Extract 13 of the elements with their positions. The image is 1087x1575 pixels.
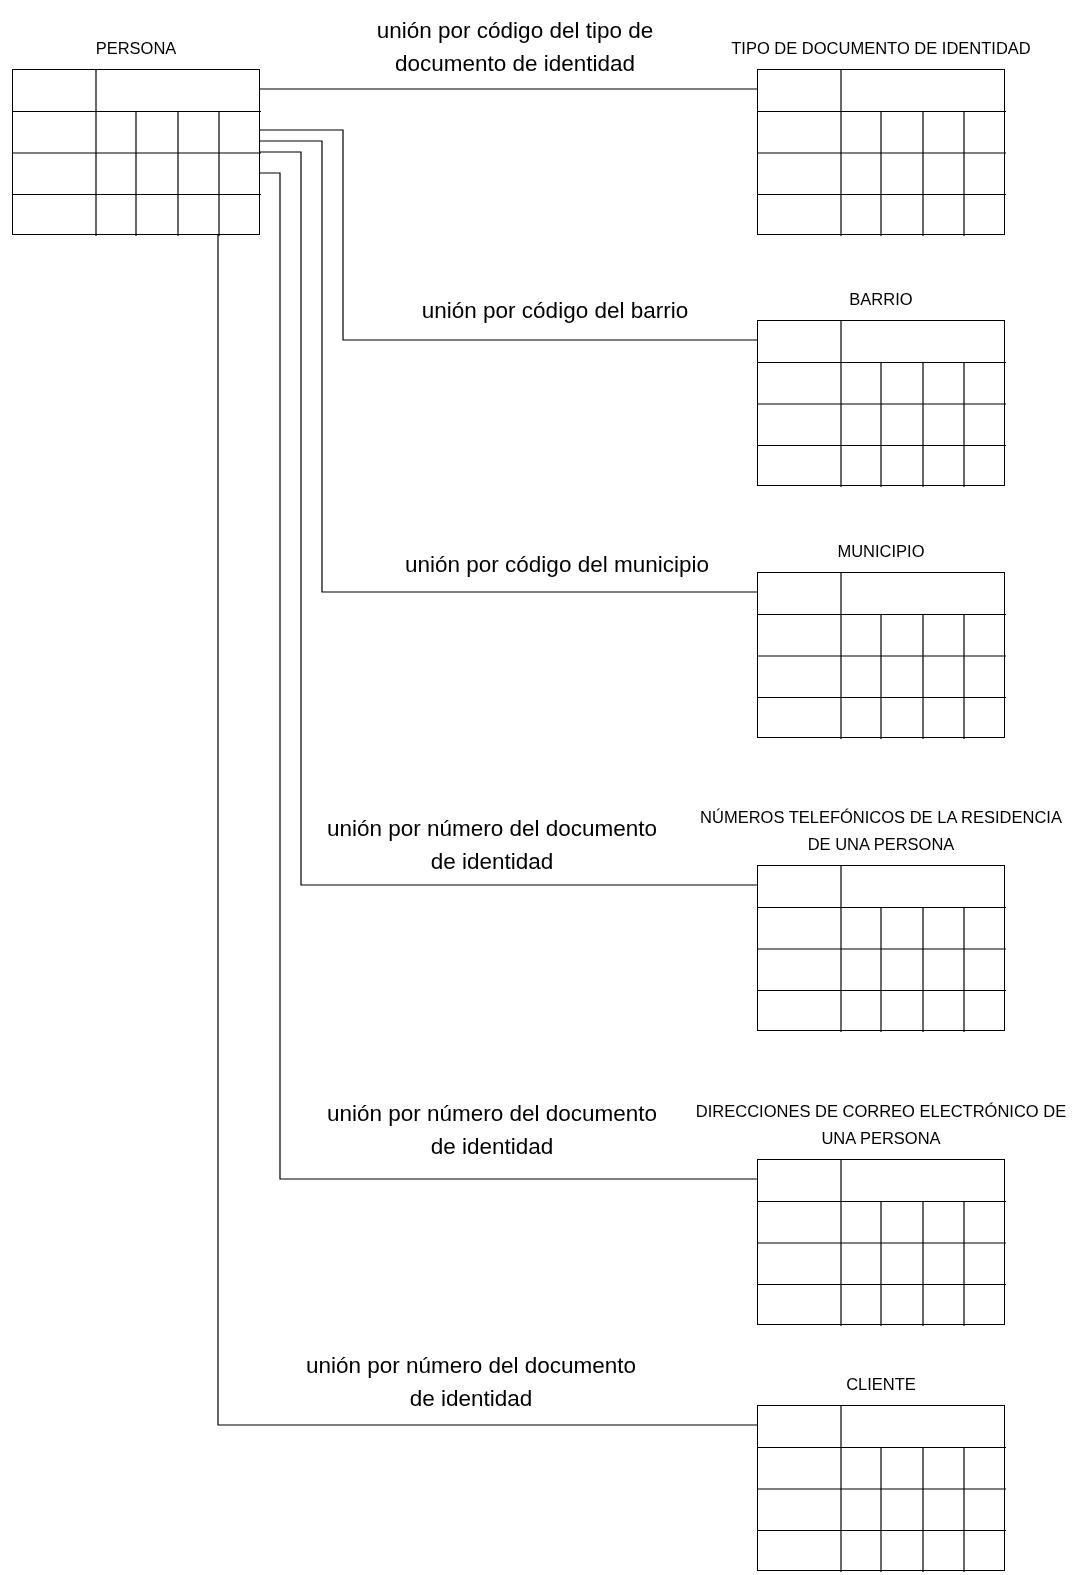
table-title: BARRIO: [848, 289, 914, 310]
connector-line: [217, 234, 758, 1426]
table-title: NÚMEROS TELEFÓNICOS DE LA RESIDENCIA DE UNA PERSONA: [699, 807, 1063, 855]
table-title: DIRECCIONES DE CORREO ELECTRÓNICO DE UNA PERSONA: [694, 1101, 1068, 1149]
connector-line: [259, 129, 758, 341]
connector-line: [259, 88, 758, 90]
table-title: CLIENTE: [845, 1374, 917, 1395]
table-title: TIPO DE DOCUMENTO DE IDENTIDAD: [731, 38, 1031, 59]
table-title: PERSONA: [94, 38, 178, 59]
connector-line: [259, 151, 758, 886]
connector-line: [259, 172, 758, 1180]
connector-line: [259, 140, 758, 593]
table-title: MUNICIPIO: [836, 541, 926, 562]
